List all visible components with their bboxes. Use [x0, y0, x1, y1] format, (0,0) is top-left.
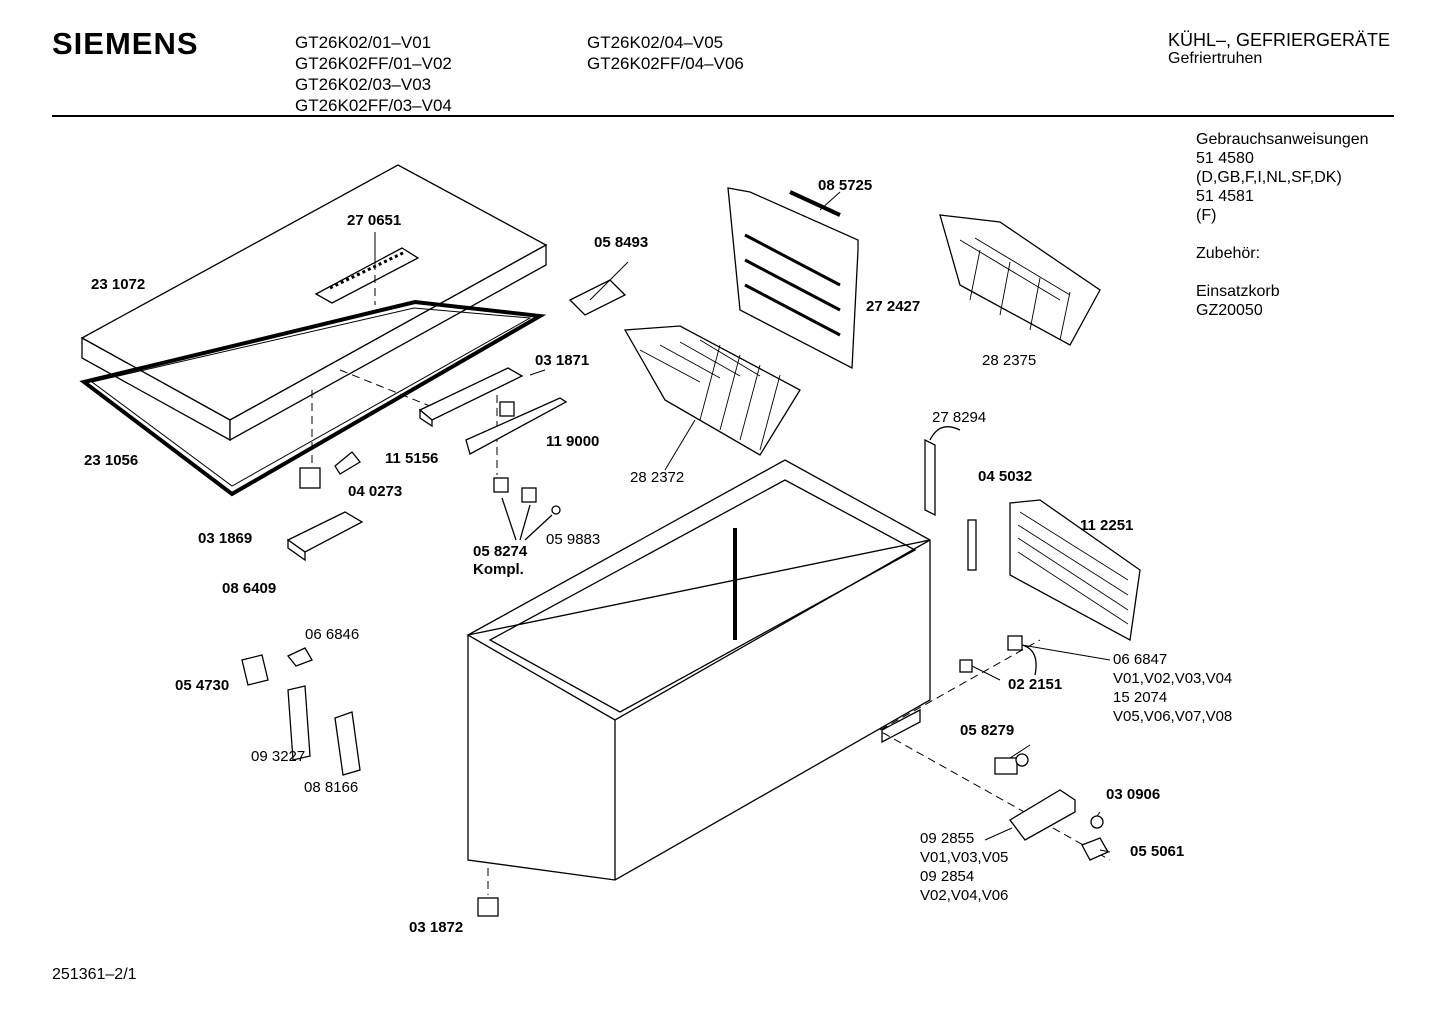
- sidebar-line: 51 4581: [1196, 188, 1254, 205]
- part-label: 11 2251: [1080, 517, 1134, 534]
- cabinet-drawing: [466, 459, 931, 881]
- part-label: V01,V03,V05: [920, 849, 1009, 866]
- part-label: 03 1871: [535, 352, 590, 369]
- grille-drawing: [924, 426, 1141, 642]
- divider-panel-drawing: [727, 187, 859, 370]
- handle-drawing: [418, 367, 568, 455]
- model-item: GT26K02/03–V03: [295, 75, 432, 94]
- part-label: 09 2854: [920, 868, 975, 885]
- part-label: V05,V06,V07,V08: [1113, 708, 1233, 725]
- part-label: 23 1072: [91, 276, 146, 293]
- model-item: GT26K02/01–V01: [295, 33, 432, 52]
- hinge-parts-drawing: [241, 647, 361, 776]
- part-label: V02,V04,V06: [920, 887, 1009, 904]
- part-label: 08 8166: [304, 779, 359, 796]
- sidebar-line: 51 4580: [1196, 150, 1254, 167]
- part-label: 11 5156: [385, 450, 439, 467]
- part-label: 04 0273: [348, 483, 403, 500]
- foot-drawing: [477, 897, 499, 917]
- part-label: 27 8294: [932, 409, 987, 426]
- part-label: Kompl.: [473, 561, 524, 578]
- part-label: 27 0651: [347, 212, 402, 229]
- model-item: GT26K02FF/01–V02: [295, 54, 452, 73]
- part-label: 09 3227: [251, 748, 306, 765]
- model-item: GT26K02FF/04–V06: [587, 54, 744, 73]
- category-subtitle: Gefriertruhen: [1168, 50, 1263, 67]
- part-label: 03 1869: [198, 530, 253, 547]
- part-label: 05 9883: [546, 531, 601, 548]
- part-label: 28 2372: [630, 469, 685, 486]
- document-code: 251361–2/1: [52, 966, 137, 983]
- part-label: 05 8493: [594, 234, 649, 251]
- category-title: KÜHL–, GEFRIERGERÄTE: [1168, 30, 1391, 50]
- part-label: 05 8274: [473, 543, 528, 560]
- part-label: 06 6847: [1113, 651, 1168, 668]
- model-item: GT26K02/04–V05: [587, 33, 724, 52]
- model-item: GT26K02FF/03–V04: [295, 96, 452, 115]
- sidebar-line: GZ20050: [1196, 302, 1263, 319]
- sidebar-line: (F): [1196, 207, 1217, 224]
- part-label: 03 0906: [1106, 786, 1161, 803]
- model-list-1: GT26K02/01–V01 GT26K02FF/01–V02 GT26K02/…: [295, 32, 452, 116]
- controls-drawing: [959, 635, 1109, 861]
- part-label: 11 9000: [546, 433, 600, 450]
- brand-logo: SIEMENS: [52, 26, 199, 61]
- small-parts-drawing: [286, 451, 561, 562]
- sidebar-info: Gebrauchsanweisungen 51 4580 (D,GB,F,I,N…: [1196, 130, 1369, 320]
- part-label: 08 5725: [818, 177, 873, 194]
- part-label: 04 5032: [978, 468, 1033, 485]
- part-label: 02 2151: [1008, 676, 1063, 693]
- part-label: 27 2427: [866, 298, 921, 315]
- part-label: V01,V02,V03,V04: [1113, 670, 1233, 687]
- part-label: 06 6846: [305, 626, 360, 643]
- part-label: 03 1872: [409, 919, 464, 936]
- part-label: 05 4730: [175, 677, 230, 694]
- model-list-2: GT26K02/04–V05 GT26K02FF/04–V06: [587, 32, 744, 74]
- sidebar-line: Zubehör:: [1196, 245, 1261, 262]
- part-label: 05 5061: [1130, 843, 1185, 860]
- sidebar-line: Einsatzkorb: [1196, 283, 1280, 300]
- part-label: 08 6409: [222, 580, 277, 597]
- part-label: 23 1056: [84, 452, 139, 469]
- part-label: 28 2375: [982, 352, 1037, 369]
- gasket-drawing: [79, 299, 547, 497]
- part-label: 09 2855: [920, 830, 975, 847]
- part-label: 15 2074: [1113, 689, 1168, 706]
- sidebar-line: (D,GB,F,I,NL,SF,DK): [1196, 169, 1342, 186]
- part-label: 05 8279: [960, 722, 1015, 739]
- sidebar-line: Gebrauchsanweisungen: [1196, 131, 1369, 148]
- basket-drawing: [568, 214, 1101, 456]
- header-divider: [52, 115, 1394, 117]
